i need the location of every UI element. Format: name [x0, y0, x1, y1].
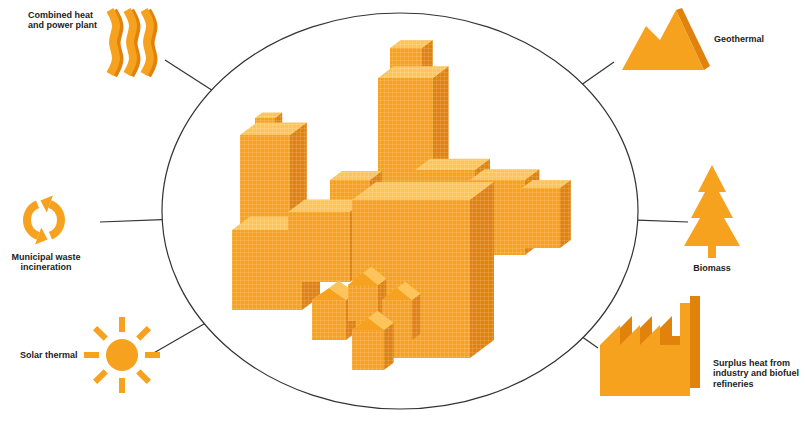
recycle-icon [23, 201, 48, 245]
source-label: Solar thermal [20, 350, 90, 360]
leader-line [165, 60, 212, 90]
building [522, 180, 571, 248]
factory-icon [600, 303, 690, 396]
house-roof [352, 311, 394, 330]
leader-line [583, 62, 614, 84]
leader-line [152, 324, 204, 354]
biomass-icon [684, 165, 740, 258]
chp-icon [127, 10, 133, 74]
geothermal-icon [676, 8, 710, 70]
recycle-icon [40, 196, 65, 240]
solar-icon [84, 317, 160, 393]
leader-line [638, 220, 688, 222]
source-label: Geothermal [714, 34, 794, 44]
source-label: Municipal waste incineration [6, 252, 86, 273]
source-label: Combined heat and power plant [28, 10, 102, 31]
source-label: Biomass [677, 263, 747, 273]
leader-line [100, 220, 162, 222]
house-roof [382, 282, 420, 300]
city-ellipse [162, 13, 638, 409]
chp-icon [110, 10, 116, 74]
chp-icon [144, 10, 150, 74]
leader-line [583, 338, 598, 348]
house-roof [348, 267, 386, 285]
source-label: Surplus heat from industry and biofuel r… [713, 358, 799, 389]
